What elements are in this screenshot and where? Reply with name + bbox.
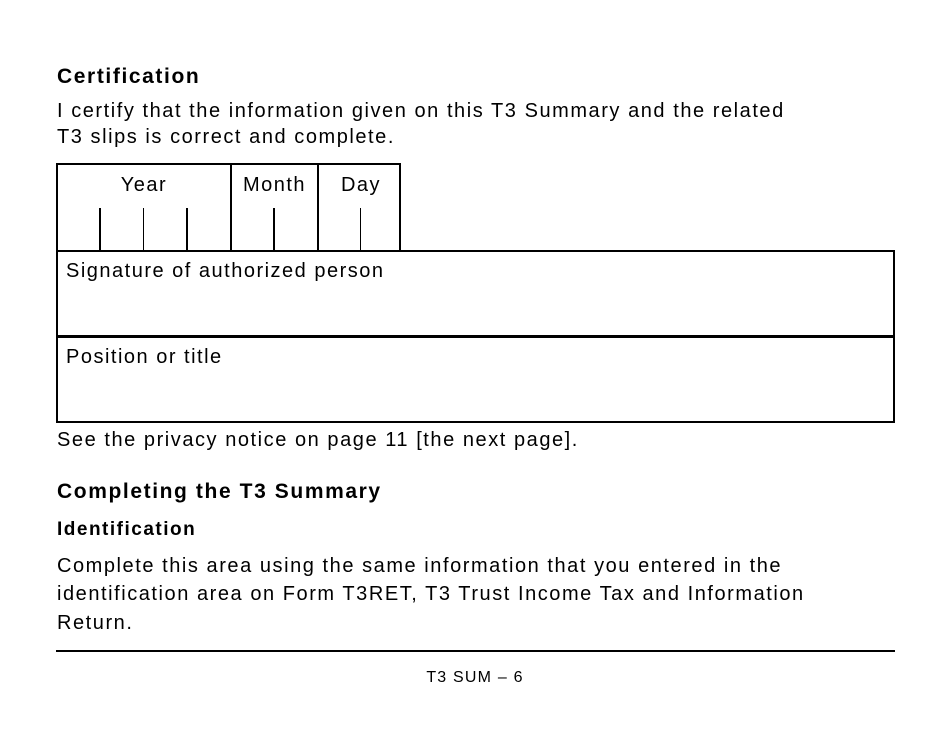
year-label: Year [120,174,168,196]
page-number: T3 SUM – 6 [426,669,524,686]
certification-statement-line-1: I certify that the information given on … [57,100,785,122]
certification-heading: Certification [57,65,201,88]
signature-label: Signature of authorized person [66,260,385,282]
completing-heading: Completing the T3 Summary [57,480,382,503]
year-digit-divider [143,208,144,250]
position-title-label: Position or title [66,346,223,368]
position-title-field[interactable]: Position or title [56,336,895,423]
certification-statement-line-2: T3 slips is correct and complete. [57,126,395,148]
signature-field[interactable]: Signature of authorized person [56,250,895,337]
identification-subheading: Identification [57,519,197,540]
year-digit-divider [186,208,188,250]
date-field-box: Year Month Day [56,163,401,250]
year-field[interactable]: Year [58,165,230,250]
day-digit-divider [360,208,361,250]
footer-divider [56,650,895,652]
year-digit-divider [99,208,101,250]
month-label: Month [242,174,307,196]
month-field[interactable]: Month [230,165,317,250]
identification-paragraph-line-1: Complete this area using the same inform… [57,555,783,577]
identification-paragraph-line-2: identification area on Form T3RET, T3 Tr… [57,583,805,605]
day-label: Day [340,174,382,196]
privacy-notice: See the privacy notice on page 11 [the n… [57,429,579,451]
identification-paragraph-line-3: Return. [57,612,134,634]
month-digit-divider [273,208,275,250]
day-field[interactable]: Day [317,165,403,250]
